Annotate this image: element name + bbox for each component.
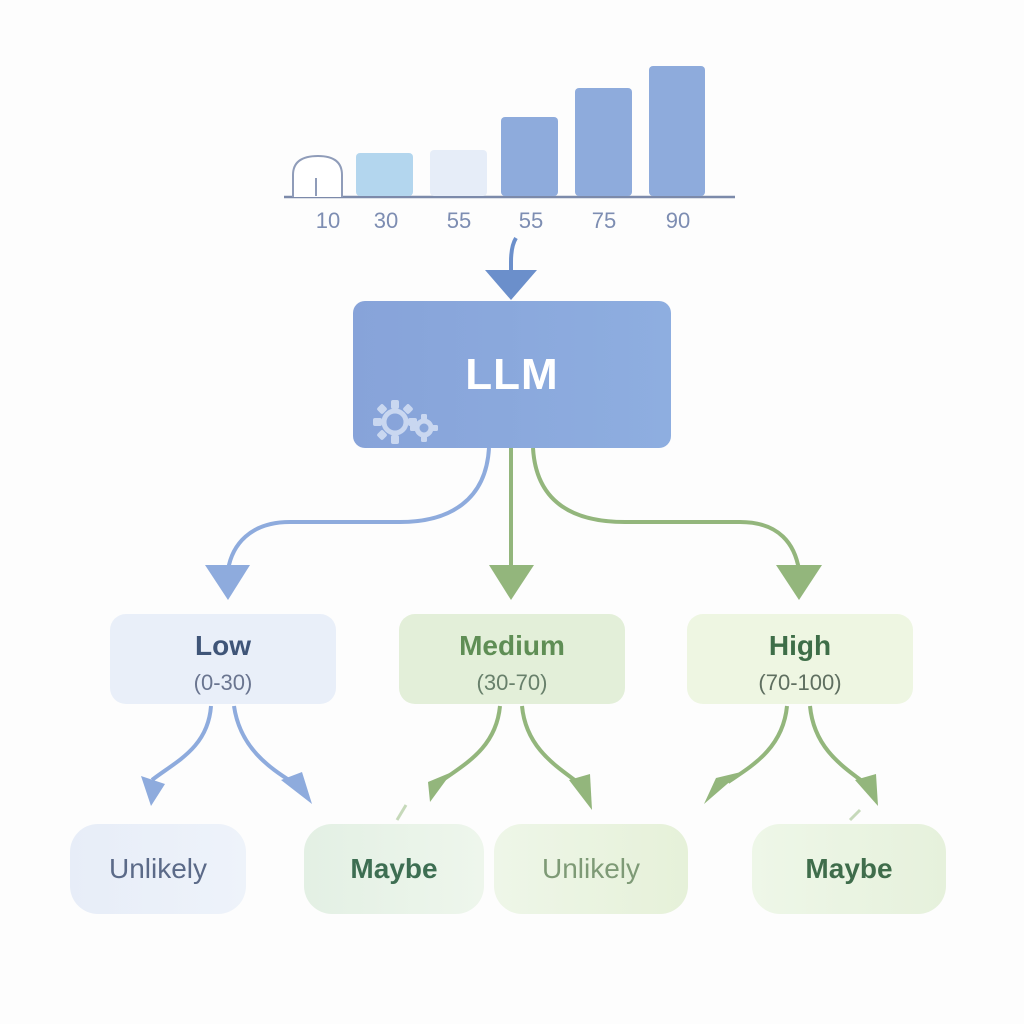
low-left-branch — [150, 705, 213, 782]
high-faint-tick — [848, 808, 862, 822]
bar-55-2 — [430, 150, 487, 196]
low-left-arrowhead — [141, 776, 165, 806]
medium-faint-tick — [395, 804, 408, 821]
low-right-branch — [232, 705, 294, 784]
high-left-arrowhead — [704, 772, 741, 804]
low-right-arrowhead — [281, 772, 312, 804]
high-right-arrowhead — [855, 774, 878, 806]
tick-label: 10 — [315, 208, 341, 233]
tier-range: (0-30) — [193, 670, 253, 695]
llm-node: LLM — [353, 301, 671, 448]
chart-to-llm-arrowhead — [485, 270, 537, 300]
medium-left-branch — [438, 705, 502, 784]
chart-to-llm-connector — [509, 236, 518, 282]
medium-left-arrowhead — [428, 772, 452, 802]
llm-label: LLM — [465, 349, 559, 399]
bar-55-3 — [501, 117, 558, 196]
tick-label: 30 — [373, 208, 399, 233]
tick-label: 75 — [591, 208, 617, 233]
outcome-node: Maybe — [304, 824, 484, 914]
bar-30-1 — [356, 153, 413, 196]
tier-range: (30-70) — [476, 670, 548, 695]
bar-75-4 — [575, 88, 632, 196]
llm-to-high-connector — [531, 447, 801, 571]
outcome-node: Unlikely — [494, 824, 688, 914]
medium-right-arrowhead — [569, 774, 592, 810]
high-left-branch — [726, 705, 789, 784]
first-bar-outline — [292, 154, 343, 197]
tier-range: (70-100) — [758, 670, 842, 695]
llm-to-low-arrowhead — [205, 565, 250, 600]
llm-to-medium-arrowhead — [489, 565, 534, 600]
bar-chart — [284, 66, 735, 199]
tier-name: High — [768, 630, 832, 661]
tier-medium-node: Medium (30-70) — [399, 614, 625, 704]
outcome-node: Unlikely — [70, 824, 246, 914]
llm-to-high-arrowhead — [776, 565, 822, 600]
tick-label: 55 — [446, 208, 472, 233]
bar-90-5 — [649, 66, 705, 196]
outcome-node: Maybe — [752, 824, 946, 914]
tier-name: Low — [195, 630, 251, 661]
llm-to-low-connector — [226, 447, 491, 571]
medium-right-branch — [520, 705, 582, 786]
high-right-branch — [808, 705, 868, 786]
tier-name: Medium — [459, 630, 565, 661]
tick-label: 55 — [518, 208, 544, 233]
tick-label: 90 — [665, 208, 691, 233]
tier-high-node: High (70-100) — [687, 614, 913, 704]
tier-low-node: Low (0-30) — [110, 614, 336, 704]
gears-icon — [373, 400, 438, 444]
bar-group — [356, 66, 705, 196]
